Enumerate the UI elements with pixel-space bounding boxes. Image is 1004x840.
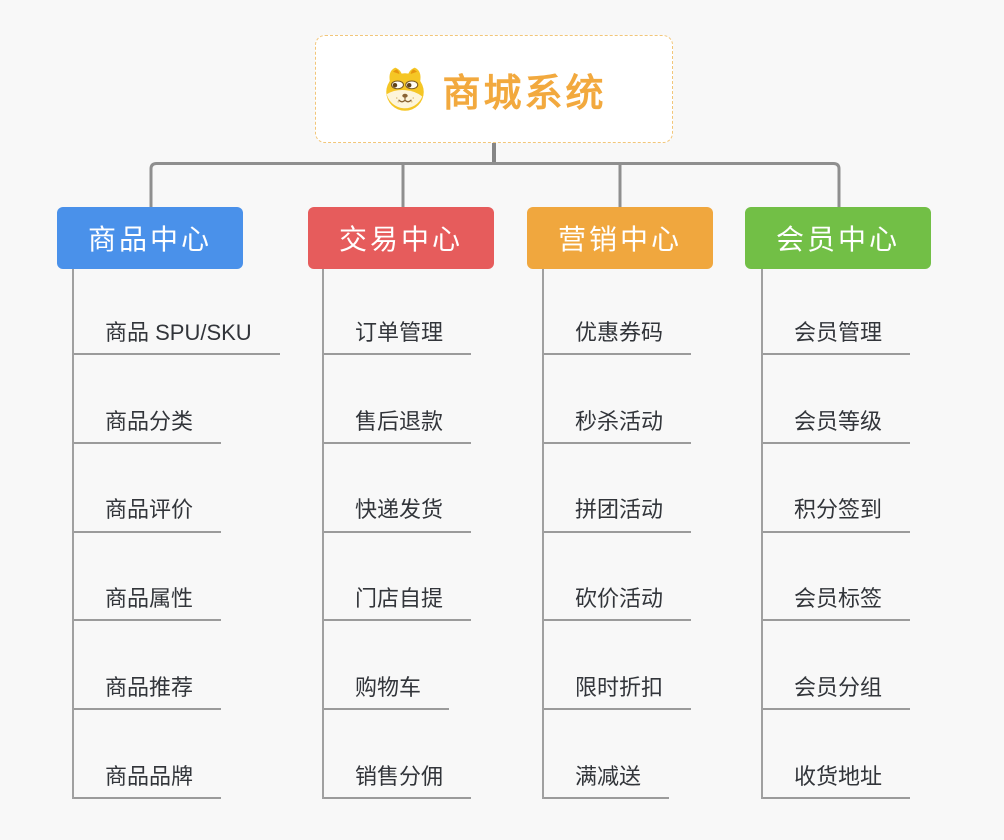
leaf-node[interactable]: 商品分类 [74,409,222,444]
leaf-row: 满减送 [542,710,670,799]
leaf-column-member-center: 会员管理 会员等级 积分签到 会员标签 会员分组 收货地址 [761,269,911,799]
leaf-column-trade-center: 订单管理 售后退款 快递发货 门店自提 购物车 销售分佣 [322,269,472,799]
leaf-row: 收货地址 [761,710,911,799]
leaf-node[interactable]: 积分签到 [763,497,911,533]
leaf-column-product-center: 商品 SPU/SKU 商品分类 商品评价 商品属性 商品推荐 商品品牌 [72,269,280,799]
leaf-node[interactable]: 商品评价 [74,497,222,533]
leaf-node[interactable]: 会员等级 [763,409,911,444]
leaf-row: 商品评价 [72,443,222,533]
root-node-label: 商城系统 [442,72,607,115]
branch-node-label: 商品中心 [87,224,212,255]
branch-node-label: 交易中心 [338,224,463,255]
branch-node-label: 营销中心 [557,224,682,255]
leaf-row: 商品属性 [72,532,222,622]
leaf-row: 商品品牌 [72,710,222,799]
branch-node-marketing-center[interactable]: 营销中心 [527,207,713,269]
leaf-node[interactable]: 限时折扣 [544,675,692,711]
leaf-row: 限时折扣 [542,621,692,711]
leaf-row: 会员管理 [761,269,911,355]
leaf-row: 优惠券码 [542,269,692,355]
leaf-node[interactable]: 商品属性 [74,586,222,622]
leaf-node[interactable]: 会员分组 [763,675,911,711]
leaf-row: 购物车 [322,621,450,711]
leaf-row: 快递发货 [322,443,472,533]
leaf-row: 商品推荐 [72,621,222,711]
branch-node-label: 会员中心 [775,224,900,255]
leaf-row: 会员等级 [761,355,911,444]
leaf-node[interactable]: 优惠券码 [544,320,692,355]
leaf-row: 订单管理 [322,269,472,355]
leaf-row: 会员分组 [761,621,911,711]
leaf-node[interactable]: 售后退款 [324,409,472,444]
leaf-row: 商品分类 [72,355,222,444]
leaf-node[interactable]: 满减送 [544,764,670,799]
branch-node-trade-center[interactable]: 交易中心 [308,207,494,269]
leaf-row: 砍价活动 [542,532,692,622]
leaf-row: 门店自提 [322,532,472,622]
leaf-node[interactable]: 商品推荐 [74,675,222,711]
leaf-node[interactable]: 门店自提 [324,586,472,622]
leaf-row: 积分签到 [761,443,911,533]
dog-icon [386,67,425,111]
leaf-row: 拼团活动 [542,443,692,533]
branch-node-member-center[interactable]: 会员中心 [745,207,931,269]
leaf-row: 商品 SPU/SKU [72,269,280,355]
leaf-node[interactable]: 商品品牌 [74,764,222,799]
leaf-node[interactable]: 砍价活动 [544,586,692,622]
leaf-node[interactable]: 会员管理 [763,320,911,355]
leaf-node[interactable]: 销售分佣 [324,764,472,799]
leaf-row: 秒杀活动 [542,355,692,444]
leaf-node[interactable]: 订单管理 [324,320,472,355]
leaf-node[interactable]: 秒杀活动 [544,409,692,444]
leaf-column-marketing-center: 优惠券码 秒杀活动 拼团活动 砍价活动 限时折扣 满减送 [542,269,692,799]
leaf-node[interactable]: 快递发货 [324,497,472,533]
leaf-node[interactable]: 商品 SPU/SKU [74,320,280,355]
leaf-node[interactable]: 收货地址 [763,764,911,799]
root-node[interactable]: 商城系统 [315,35,673,143]
leaf-node[interactable]: 购物车 [324,675,450,711]
branch-node-product-center[interactable]: 商品中心 [57,207,243,269]
leaf-row: 会员标签 [761,532,911,622]
leaf-node[interactable]: 会员标签 [763,586,911,622]
leaf-row: 销售分佣 [322,710,472,799]
leaf-node[interactable]: 拼团活动 [544,497,692,533]
leaf-row: 售后退款 [322,355,472,444]
